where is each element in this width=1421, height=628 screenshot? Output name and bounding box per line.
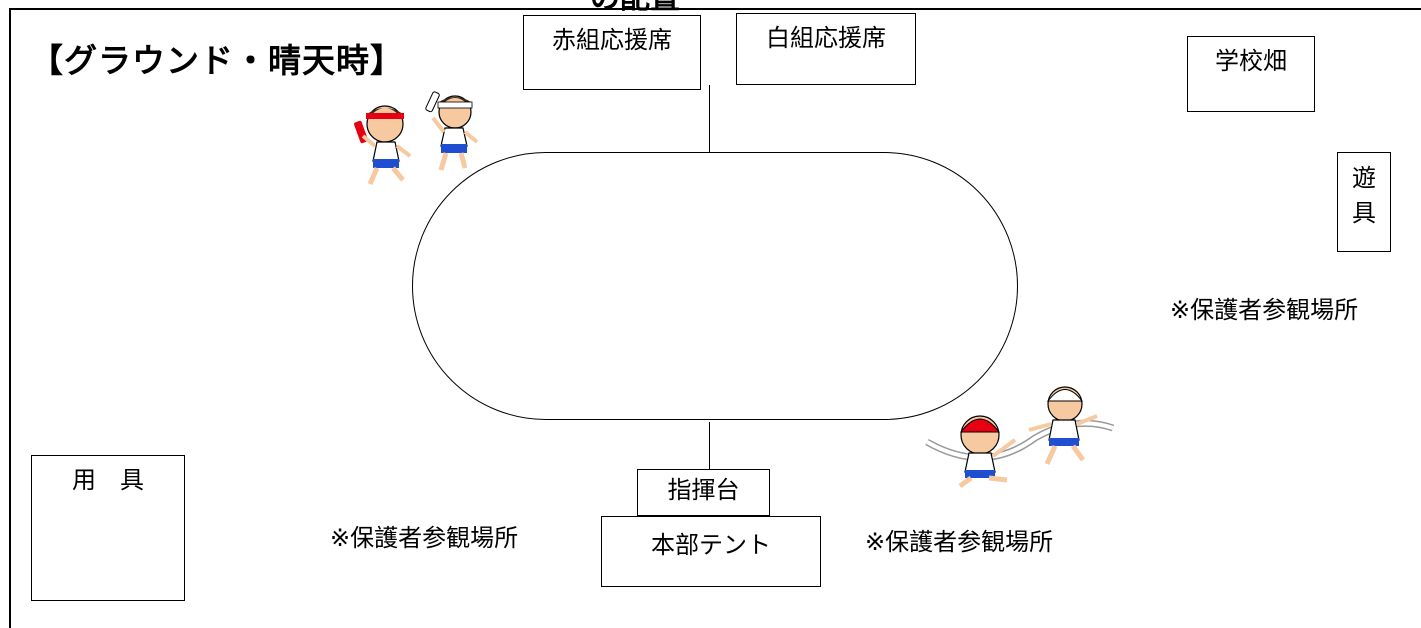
white-cap bbox=[1047, 389, 1083, 402]
runner-leg-left bbox=[367, 166, 405, 186]
runner-arm-right bbox=[431, 116, 479, 144]
runner-white-cap bbox=[1028, 386, 1098, 466]
white-team-seat-box: 白組応援席 bbox=[736, 13, 916, 85]
headband-red bbox=[366, 113, 404, 119]
runner-shorts-left bbox=[373, 159, 399, 168]
runner-shorts-white-cap bbox=[1049, 438, 1079, 446]
runner-shorts-right bbox=[441, 144, 467, 153]
playground-equipment-box: 遊 具 bbox=[1337, 152, 1391, 252]
finish-line-runners-illustration bbox=[925, 386, 1115, 489]
red-cap bbox=[960, 418, 1000, 433]
parents-viewing-label-right: ※保護者参観場所 bbox=[1170, 296, 1359, 324]
podium-box: 指揮台 bbox=[637, 469, 770, 516]
runner-arm-red-cap bbox=[991, 438, 1017, 458]
podium-label: 指揮台 bbox=[667, 476, 740, 504]
parents-viewing-label-bottom-right: ※保護者参観場所 bbox=[865, 528, 1054, 556]
runner-red-headband bbox=[354, 105, 412, 186]
runner-white-headband bbox=[425, 91, 479, 171]
seat-connector-line bbox=[709, 85, 710, 153]
relay-baton-white bbox=[425, 91, 440, 113]
runner-leg-right bbox=[438, 152, 468, 171]
headband-white bbox=[437, 101, 473, 109]
ground-map-frame bbox=[9, 8, 1421, 628]
red-team-seat-label: 赤組応援席 bbox=[552, 26, 672, 54]
page-title: 【グラウンド・晴天時】 bbox=[30, 41, 404, 80]
equipment-label: 用 具 bbox=[72, 466, 144, 494]
podium-connector-line bbox=[709, 422, 710, 469]
playground-label-line2: 具 bbox=[1352, 198, 1376, 227]
relay-runners-illustration-top bbox=[354, 91, 479, 186]
school-field-box: 学校畑 bbox=[1187, 36, 1315, 112]
runner-arm-white-cap bbox=[1028, 414, 1098, 432]
hq-tent-box: 本部テント bbox=[601, 516, 821, 587]
runner-hair-right bbox=[439, 97, 471, 108]
runner-body-white-cap bbox=[1048, 419, 1080, 441]
red-team-seat-box: 赤組応援席 bbox=[523, 15, 701, 90]
runner-shorts-red-cap bbox=[965, 470, 995, 478]
playground-label-line1: 遊 bbox=[1352, 164, 1376, 192]
equipment-storage-box: 用 具 bbox=[31, 455, 185, 601]
runner-hair-left bbox=[367, 108, 403, 120]
white-team-seat-label: 白組応援席 bbox=[766, 24, 886, 52]
school-field-label: 学校畑 bbox=[1215, 47, 1287, 75]
running-track bbox=[412, 152, 1018, 420]
runner-body-left bbox=[372, 141, 400, 162]
runner-legs-white-cap bbox=[1044, 444, 1086, 466]
finish-tape-inner bbox=[926, 421, 1114, 460]
runner-body-red-cap bbox=[964, 452, 996, 473]
runner-arm-left bbox=[361, 134, 412, 158]
parents-viewing-label-left: ※保護者参観場所 bbox=[330, 524, 519, 552]
runner-legs-red-cap bbox=[958, 475, 1008, 489]
runner-red-cap bbox=[958, 415, 1017, 489]
cut-heading: の配置 bbox=[590, 0, 680, 14]
hq-tent-label: 本部テント bbox=[651, 531, 771, 559]
